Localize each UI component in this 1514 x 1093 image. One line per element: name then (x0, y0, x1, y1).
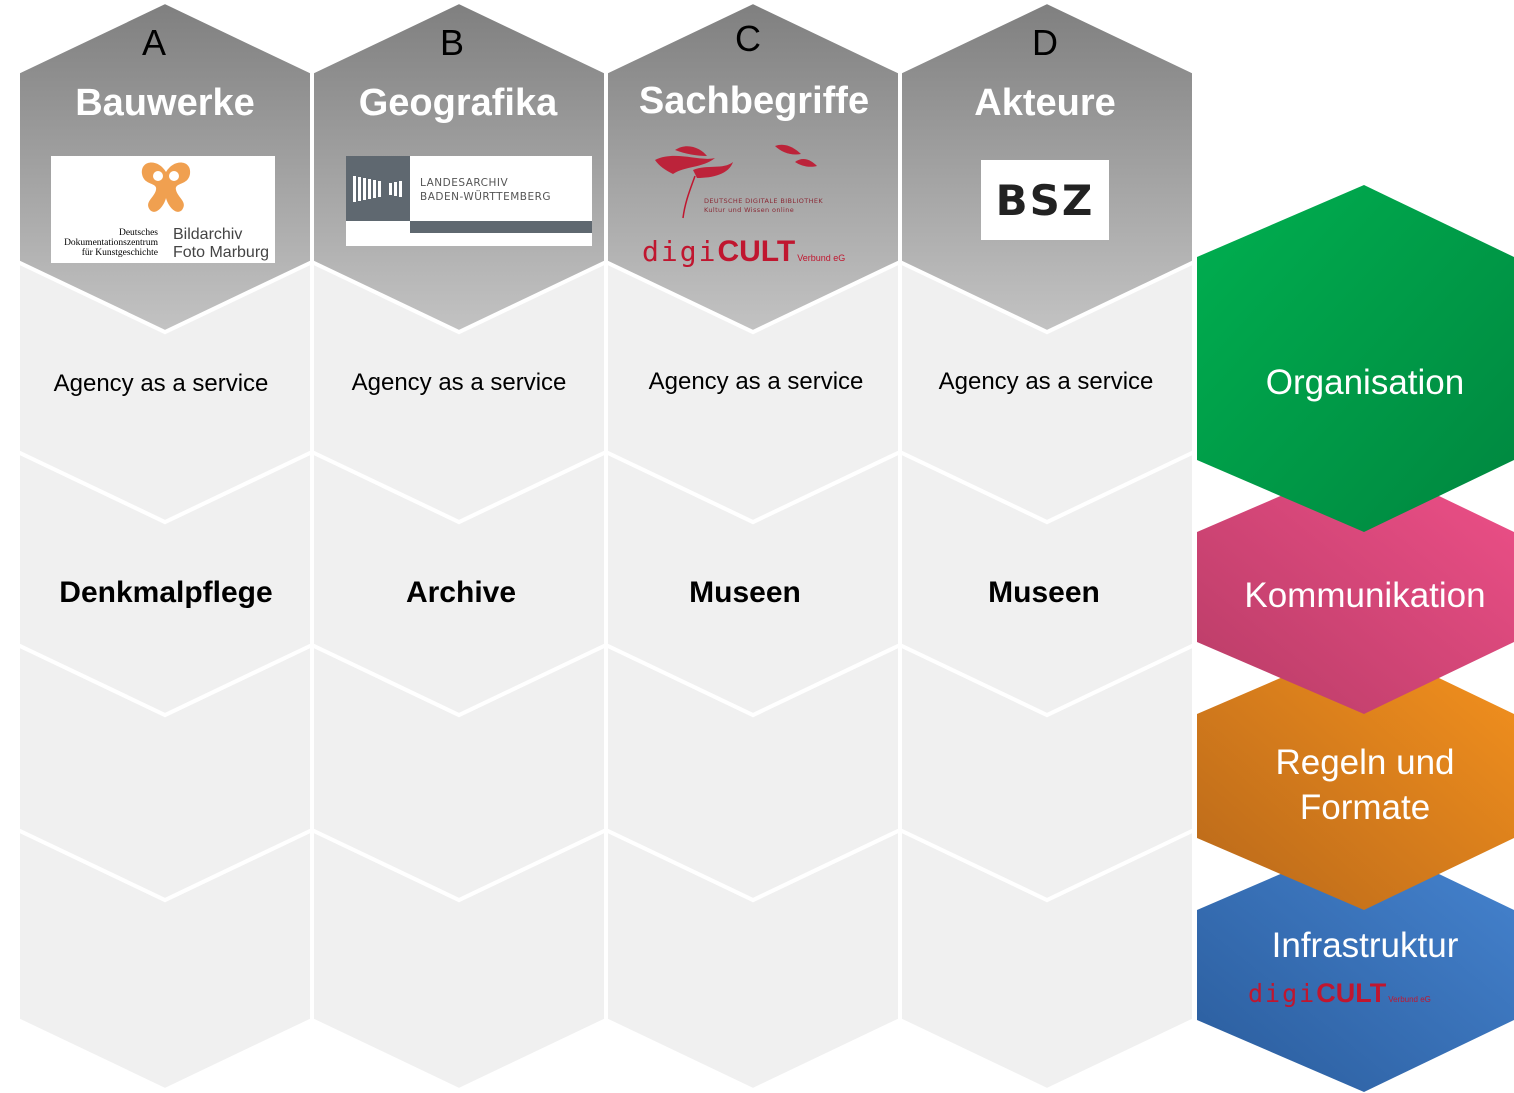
column-c-agency: Agency as a service (648, 368, 864, 395)
marburg-logo-name1: Bildarchiv (173, 226, 243, 243)
logo-landesarchiv: LANDESARCHIV BADEN-WÜRTTEMBERG (346, 156, 592, 246)
column-d-agency: Agency as a service (938, 368, 1154, 395)
landesarchiv-logo-line1: LANDESARCHIV (420, 177, 509, 189)
layer-regeln-shape (1197, 642, 1514, 910)
logo-ddb-digicult: DEUTSCHE DIGITALE BIBLIOTHEK Kultur und … (640, 140, 850, 275)
infra-digicult-part3: Verbund eG (1388, 995, 1431, 1004)
layer-organisation-label: Organisation (1265, 363, 1465, 402)
marburg-logo-line2: Dokumentationszentrum (64, 238, 158, 248)
column-a-title: Bauwerke (75, 82, 255, 124)
column-a-institution: Denkmalpflege (59, 576, 273, 609)
infra-digicult-part1: digi (1248, 979, 1317, 1008)
layer-regeln-label: Regeln und Formate (1205, 740, 1514, 830)
column-c-cells (604, 0, 902, 1093)
landesarchiv-emblem-icon (353, 176, 402, 202)
ddb-logo-line2: Kultur und Wissen online (704, 206, 795, 214)
column-d-cells (898, 0, 1196, 1093)
column-c-letter: C (735, 18, 761, 59)
layer-kommunikation-shape (1197, 460, 1514, 714)
column-b-cells (310, 0, 608, 1093)
layer-infrastruktur-shape (1197, 838, 1514, 1092)
digicult-logo-part3: Verbund eG (797, 253, 846, 263)
marburg-emblem-icon (141, 162, 191, 212)
infra-digicult-part2: CULT (1316, 978, 1387, 1008)
column-b-agency: Agency as a service (351, 369, 567, 396)
column-d-title: Akteure (974, 82, 1116, 124)
ddb-logo-line1: DEUTSCHE DIGITALE BIBLIOTHEK (704, 197, 824, 205)
layer-regeln-label-line1: Regeln und (1275, 743, 1455, 782)
digicult-logo-part2: CULT (717, 235, 796, 268)
column-d-letter: D (1032, 22, 1058, 63)
landesarchiv-logo-line2: BADEN-WÜRTTEMBERG (420, 191, 552, 203)
column-b-institution: Archive (405, 576, 517, 609)
column-b-title: Geografika (358, 82, 558, 124)
layer-regeln-label-line2: Formate (1299, 788, 1431, 827)
marburg-logo-line3: für Kunstgeschichte (81, 248, 158, 258)
layer-organisation-shape (1197, 185, 1514, 532)
column-a-agency: Agency as a service (53, 370, 269, 397)
column-c-title: Sachbegriffe (638, 80, 870, 122)
column-c-institution: Museen (689, 576, 801, 609)
marburg-logo-line1: Deutsches (118, 228, 158, 238)
layer-kommunikation-label: Kommunikation (1244, 576, 1486, 615)
column-d-institution: Museen (988, 576, 1100, 609)
column-a-letter: A (141, 22, 166, 63)
logo-bsz: BSZ (981, 160, 1109, 240)
marburg-logo-name2: Foto Marburg (173, 244, 270, 261)
logo-bildarchiv-foto-marburg: Deutsches Dokumentationszentrum für Kuns… (51, 156, 275, 263)
layer-infrastruktur-label: Infrastruktur (1271, 926, 1459, 965)
digicult-logo-part1: digi (642, 235, 718, 268)
column-b-letter: B (439, 22, 464, 63)
bsz-logo-text: BSZ (995, 176, 1095, 225)
ddb-dandelion-icon (655, 144, 817, 219)
